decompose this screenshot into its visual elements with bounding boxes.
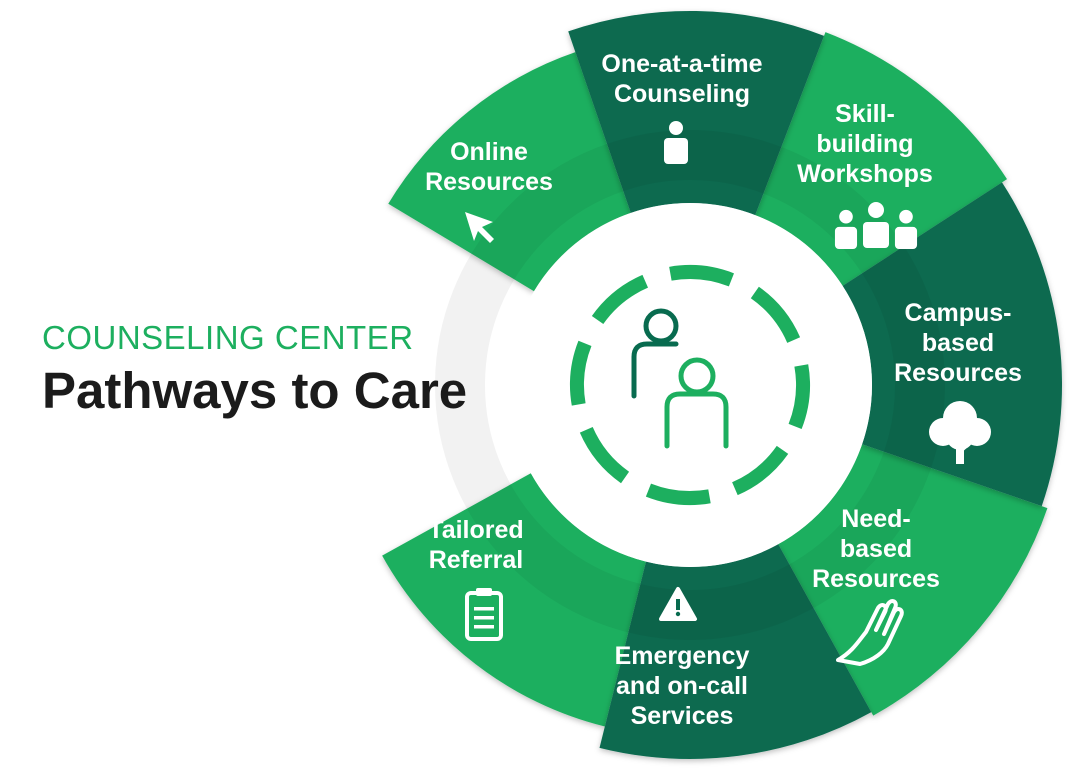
label-line: building xyxy=(816,130,913,158)
hand-icon xyxy=(836,599,904,666)
center-disc xyxy=(508,203,872,567)
segment-need-based-resources xyxy=(778,444,1048,716)
label-line: One-at-a-time xyxy=(601,50,762,78)
label-line: Counseling xyxy=(614,80,750,108)
center-hub xyxy=(508,203,872,567)
group-icon xyxy=(834,202,918,249)
label-line: and on-call xyxy=(616,672,748,700)
label-line: Skill- xyxy=(835,100,895,128)
label-line: Online xyxy=(450,138,528,166)
two-people-icon xyxy=(631,308,729,449)
title-block: COUNSELING CENTER Pathways to Care xyxy=(42,318,467,422)
label-line: Resources xyxy=(812,565,940,593)
warning-icon xyxy=(659,587,697,621)
label-line: Emergency xyxy=(615,642,750,670)
label-line: Workshops xyxy=(797,160,933,188)
label-line: based xyxy=(840,535,912,563)
label-line: based xyxy=(922,329,994,357)
page-title: Pathways to Care xyxy=(42,362,468,419)
label-line: Services xyxy=(631,702,734,730)
label-line: Referral xyxy=(429,546,524,574)
label-line: Campus- xyxy=(905,299,1012,327)
cursor-icon xyxy=(465,212,494,243)
page-subtitle: COUNSELING CENTER xyxy=(42,319,414,356)
segment-tailored-referral xyxy=(382,473,646,727)
tree-icon xyxy=(929,401,991,464)
dashed-ring xyxy=(570,264,810,505)
icons-group xyxy=(465,121,991,666)
segment-campus-based-resources xyxy=(842,182,1062,507)
person-icon xyxy=(664,121,688,164)
segment-one-at-a-time-counseling xyxy=(568,11,825,216)
label-line: Resources xyxy=(425,168,553,196)
segment-skill-building-workshops xyxy=(755,32,1008,286)
segment-online-resources xyxy=(388,52,631,292)
label-line: Tailored xyxy=(428,516,523,544)
clipboard-icon xyxy=(465,588,503,641)
label-line: Resources xyxy=(894,359,1022,387)
segment-emergency-and-on-call-services xyxy=(599,544,872,759)
label-line: Need- xyxy=(841,505,910,533)
